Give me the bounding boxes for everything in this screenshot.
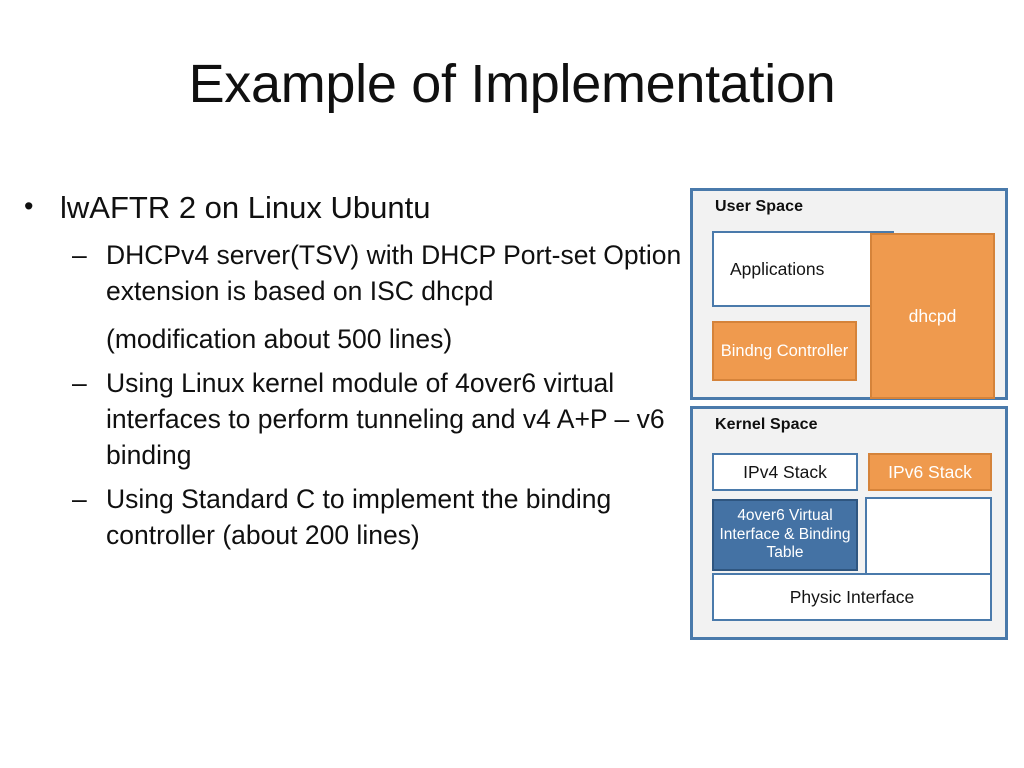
binding-controller-label: Bindng Controller xyxy=(720,341,849,360)
list-item-label: (modification about 500 lines) xyxy=(106,323,453,354)
list-item-label: Using Linux kernel module of 4over6 virt… xyxy=(106,368,665,471)
list-item-label: Using Standard C to implement the bindin… xyxy=(106,484,612,551)
applications-box: Applications xyxy=(712,231,894,307)
dhcpd-box: dhcpd xyxy=(870,233,995,399)
user-space-container: User Space Applications dhcpd Bindng Con… xyxy=(690,188,1008,400)
ipv6-stack-label: IPv6 Stack xyxy=(888,461,972,482)
page-title: Example of Implementation xyxy=(188,54,836,114)
architecture-diagram: User Space Applications dhcpd Bindng Con… xyxy=(690,188,1008,640)
physic-interface-box: Physic Interface xyxy=(712,573,992,621)
list-item-label: lwAFTR 2 on Linux Ubuntu xyxy=(60,190,431,225)
list-item: (modification about 500 lines) xyxy=(14,321,686,357)
bullet-list: • lwAFTR 2 on Linux Ubuntu – DHCPv4 serv… xyxy=(14,188,686,553)
user-space-title: User Space xyxy=(715,198,804,215)
bullet-marker: • xyxy=(24,191,34,221)
ipv4-stack-label: IPv4 Stack xyxy=(743,461,827,482)
bullet-marker: – xyxy=(72,368,87,398)
list-item-label: DHCPv4 server(TSV) with DHCP Port-set Op… xyxy=(106,239,682,306)
kernel-space-title: Kernel Space xyxy=(715,416,818,433)
fourover6-virtual-interface-label: 4over6 Virtual Interface & Binding Table xyxy=(719,507,851,562)
dhcpd-label: dhcpd xyxy=(908,305,957,326)
list-item: – Using Standard C to implement the bind… xyxy=(14,481,686,553)
ipv6-stack-box: IPv6 Stack xyxy=(868,453,992,491)
physic-interface-label: Physic Interface xyxy=(789,586,915,607)
list-item: – DHCPv4 server(TSV) with DHCP Port-set … xyxy=(14,237,686,309)
list-item: • lwAFTR 2 on Linux Ubuntu xyxy=(14,188,686,229)
list-item: – Using Linux kernel module of 4over6 vi… xyxy=(14,365,686,473)
bullet-marker: – xyxy=(72,484,87,515)
applications-label: Applications xyxy=(730,258,825,279)
bullet-marker: – xyxy=(72,239,87,270)
kernel-space-container: Kernel Space IPv4 Stack IPv6 Stack 4over… xyxy=(690,406,1008,640)
kernel-empty-box xyxy=(865,497,992,583)
binding-controller-box: Bindng Controller xyxy=(712,321,857,381)
fourover6-virtual-interface-box: 4over6 Virtual Interface & Binding Table xyxy=(712,499,858,571)
ipv4-stack-box: IPv4 Stack xyxy=(712,453,858,491)
